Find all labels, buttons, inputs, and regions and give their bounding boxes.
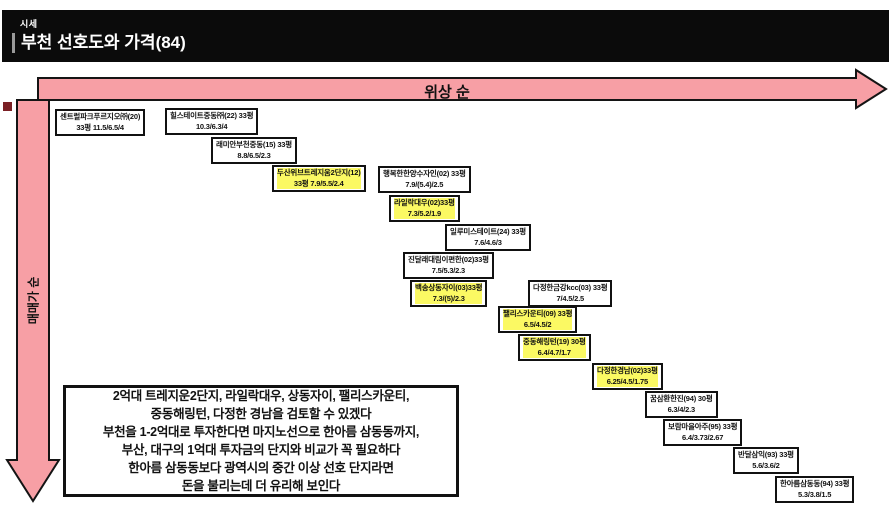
apartment-box-line1: 두산위브트레지움2단지(12): [277, 168, 361, 179]
apartment-box-line2: 7/4.5/2.5: [556, 293, 585, 303]
summary-line: 한아름 삼동동보다 광역시의 중간 이상 선호 단지라면: [128, 461, 394, 475]
apartment-box-line1: 다정한금강kcc(03) 33평: [533, 283, 608, 292]
page-title: 부천 선호도와 가격(84): [12, 33, 889, 53]
apartment-box-line1: 다정한경남(02)33평: [597, 366, 658, 377]
summary-line: 돈을 불리는데 더 유리해 보인다: [181, 479, 341, 493]
apartment-box-line2: 6.3/4/2.3: [667, 404, 696, 414]
apartment-box-line1: 보람마을아주(95) 33평: [668, 422, 738, 431]
apartment-box-line2: 7.6/4.6/3: [474, 237, 502, 247]
summary-line: 2억대 트레지운2단지, 라일락대우, 상동자이, 팰리스카운티,: [112, 389, 410, 403]
apartment-box-line2: 7.3/(5)/2.3: [415, 293, 483, 304]
apartment-box-line1: 중동해링턴(19) 30평: [523, 337, 586, 348]
apartment-box-line2: 6.5/4.5/2: [503, 319, 573, 330]
apartment-box-line2: 8.8/6.5/2.3: [237, 150, 271, 160]
apartment-box-line1: 한아름삼동동(94) 33평: [780, 479, 850, 488]
summary-box: 2억대 트레지운2단지, 라일락대우, 상동자이, 팰리스카운티, 중동해링턴, …: [63, 385, 459, 497]
apartment-box-line2: 7.9/(5.4)/2.5: [405, 179, 444, 189]
apartment-box-line2: 6.4/3.73/2.67: [682, 432, 724, 442]
apartment-box-line1: 팰리스카운티(09) 33평: [503, 309, 573, 320]
header-eyebrow: 시세: [20, 19, 38, 29]
apartment-box-line1: 일루미스테이트(24) 33평: [450, 227, 526, 236]
apartment-box-line1: 센트럴파크푸르지오㈜(20): [60, 112, 141, 121]
apartment-box: 센트럴파크푸르지오㈜(20)33평 11.5/6.5/4: [55, 109, 146, 136]
summary-line: 부산, 대구의 1억대 투자금의 단지와 비교가 꼭 필요하다: [121, 443, 401, 457]
apartment-box-line2: 33평 11.5/6.5/4: [76, 122, 124, 132]
apartment-box-line1: 힐스테이트중동㈜(22) 33평: [170, 111, 254, 120]
header-bar: 시세 부천 선호도와 가격(84): [2, 10, 889, 62]
apartment-box-line2: 6.25/4.5/1.75: [597, 376, 658, 387]
apartment-box: 두산위브트레지움2단지(12)33평 7.9/5.5/2.4: [272, 165, 366, 192]
y-axis-label: 매매가 순: [26, 276, 41, 325]
apartment-box-line1: 반달삼익(93) 33평: [738, 450, 794, 459]
apartment-box-line1: 백송상동자이(03)33평: [415, 283, 483, 294]
apartment-box-line2: 5.6/3.6/2: [752, 460, 780, 470]
apartment-box-line1: 래미안부천중동(15) 33평: [216, 140, 292, 149]
apartment-box-line2: 6.4/4.7/1.7: [523, 347, 586, 358]
apartment-box-line2: 7.3/5.2/1.9: [394, 208, 455, 219]
apartment-box-line2: 33평 7.9/5.5/2.4: [277, 178, 361, 189]
apartment-box-line2: 5.3/3.8/1.5: [798, 489, 832, 499]
summary-line: 부천을 1-2억대로 투자한다면 마지노선으로 한아름 삼동동까지,: [102, 425, 420, 439]
apartment-box-line1: 꿈삼환한진(94) 30평: [650, 394, 713, 403]
apartment-box-line2: 10.3/6.3/4: [195, 121, 228, 131]
apartment-box-line2: 7.5/5.3/2.3: [431, 265, 466, 275]
apartment-box-line1: 라일락대우(02)33평: [394, 198, 455, 209]
small-red-marker: [3, 102, 12, 111]
apartment-box-line1: 진달래대림이편한(02)33평: [408, 255, 489, 264]
x-axis-label: 위상 순: [424, 84, 470, 101]
summary-line: 중동해링턴, 다정한 경남을 검토할 수 있겠다: [150, 407, 372, 421]
apartment-box-line1: 행복한한양수자인(02) 33평: [383, 169, 466, 178]
